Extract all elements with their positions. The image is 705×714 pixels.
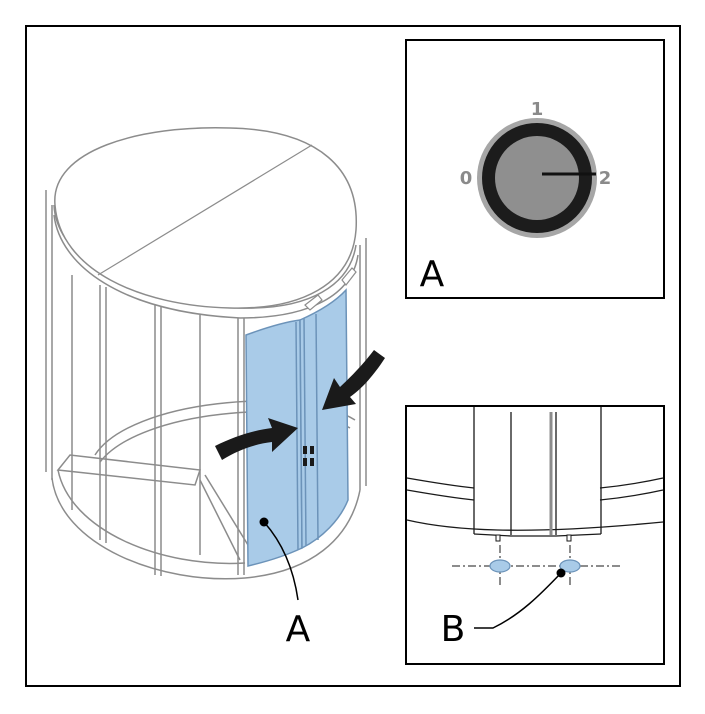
arrow-push-left [322,350,385,410]
floor-socket-right [559,559,581,573]
glass-leaf-right [299,288,349,550]
inset-key-switch: 0 1 2 A [405,39,665,299]
switch-knob [495,136,579,220]
inset-floor-lock: B [405,405,665,665]
door-callout: A [259,517,311,650]
floor-socket-left [489,559,511,573]
switch-position-2: 2 [599,168,612,189]
inset-top-label: A [420,254,445,295]
inset-bottom-label: B [441,609,466,650]
switch-position-1: 1 [531,99,544,120]
push-arrows [215,350,385,460]
revolving-door [45,190,367,580]
switch-position-0: 0 [460,168,473,189]
canopy [54,127,357,311]
door-callout-label: A [286,609,311,650]
arrow-push-right [215,418,298,460]
